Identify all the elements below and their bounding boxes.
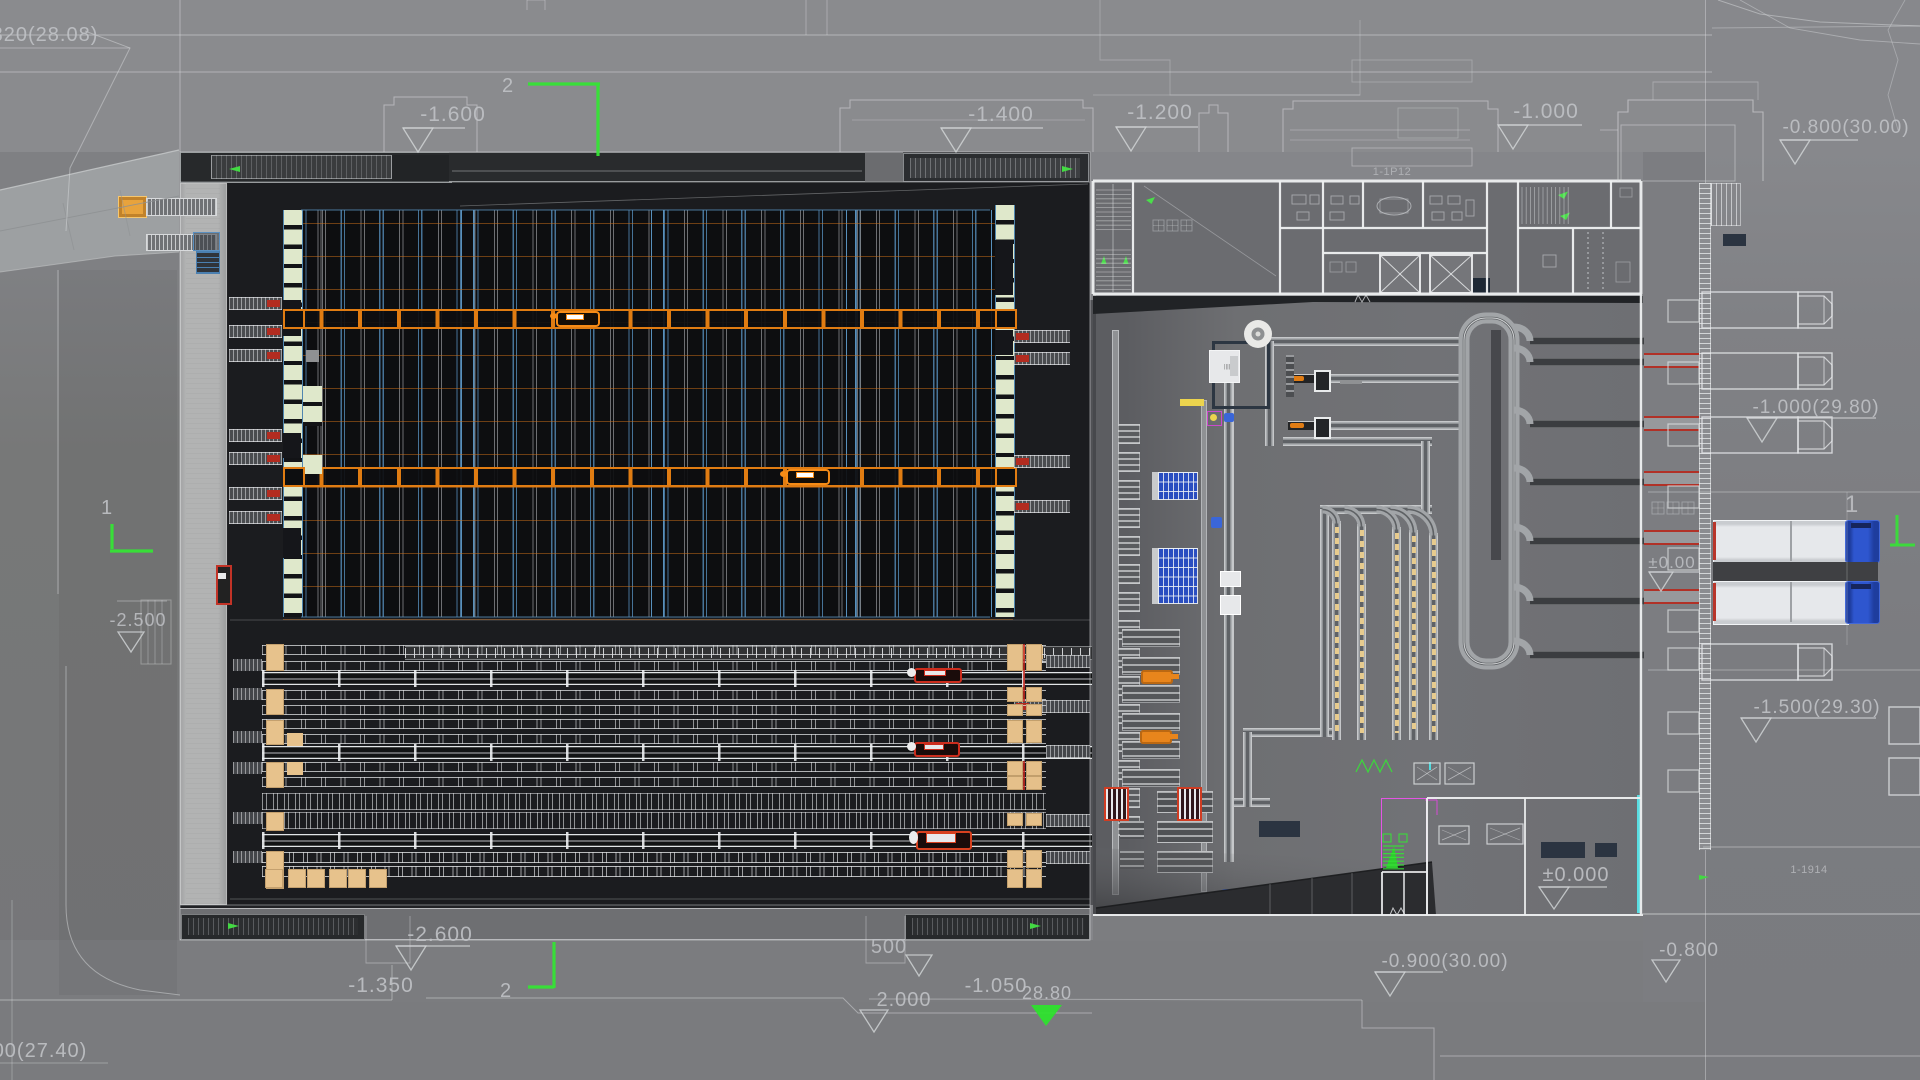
svg-text:-2.600: -2.600 xyxy=(407,923,473,946)
svg-text:500: 500 xyxy=(871,936,907,958)
svg-text:±0.00: ±0.00 xyxy=(1648,553,1695,572)
svg-text:2: 2 xyxy=(500,980,512,1002)
svg-text:-2.500: -2.500 xyxy=(109,610,166,630)
svg-text:1-1914: 1-1914 xyxy=(1790,864,1827,876)
svg-text:1-1P12: 1-1P12 xyxy=(1373,166,1411,178)
svg-text:-1.200: -1.200 xyxy=(1127,101,1193,124)
svg-text:-0.800(30.00): -0.800(30.00) xyxy=(1782,117,1909,138)
svg-text:-1.400: -1.400 xyxy=(968,103,1034,126)
svg-text:-1.050: -1.050 xyxy=(965,975,1028,997)
svg-text:00(27.40): 00(27.40) xyxy=(0,1040,87,1062)
svg-text:-1.000(29.80): -1.000(29.80) xyxy=(1752,397,1879,418)
svg-text:2: 2 xyxy=(502,75,514,97)
svg-text:-1.600: -1.600 xyxy=(420,103,486,126)
svg-text:-0.900(30.00): -0.900(30.00) xyxy=(1381,951,1508,972)
svg-text:-1.000: -1.000 xyxy=(1513,100,1579,123)
svg-text:-0.800: -0.800 xyxy=(1659,940,1719,961)
svg-text:-1.350: -1.350 xyxy=(348,974,414,997)
svg-text:28.80: 28.80 xyxy=(1022,983,1072,1003)
svg-text:-1.500(29.30): -1.500(29.30) xyxy=(1753,697,1880,718)
svg-text:1: 1 xyxy=(1845,491,1859,518)
svg-text:1: 1 xyxy=(101,497,113,519)
svg-text:±0.000: ±0.000 xyxy=(1542,864,1609,886)
svg-text:||||: |||| xyxy=(1224,364,1231,370)
svg-text:320(28.08): 320(28.08) xyxy=(0,24,98,46)
svg-text:2.000: 2.000 xyxy=(876,989,931,1011)
